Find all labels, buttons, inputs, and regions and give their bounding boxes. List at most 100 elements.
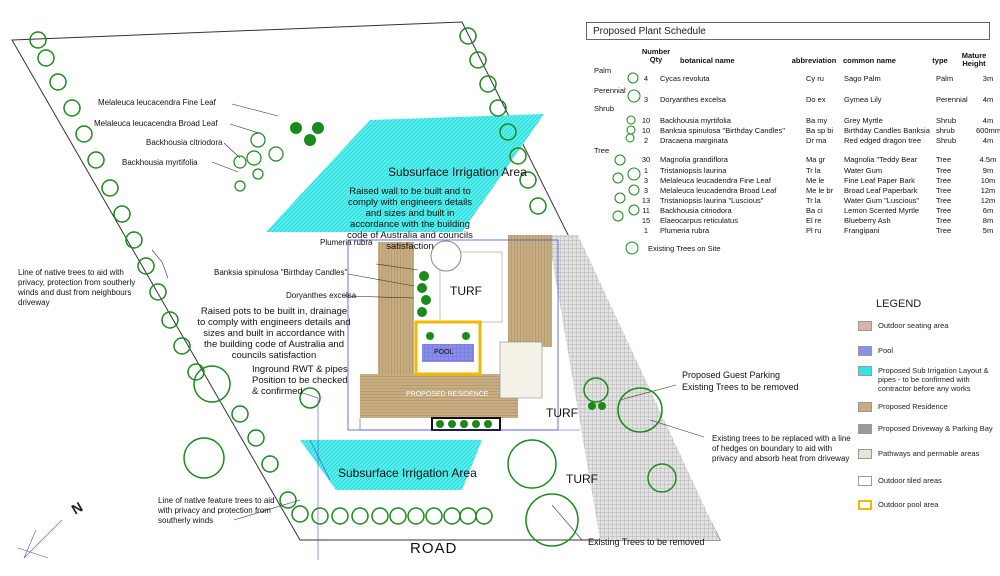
annotation-citriodora: Backhousia citriodora	[146, 138, 223, 147]
schedule-cell-abbr: Ba sp bi	[806, 126, 834, 135]
annotation-raised-wall: Raised wall to be built and to comply wi…	[347, 186, 473, 252]
annotation-removed-2: Existing Trees to be removed	[588, 537, 705, 547]
legend-swatch	[858, 366, 872, 376]
pool-label: POOL	[434, 349, 454, 356]
north-arrow	[17, 519, 63, 559]
schedule-cell-type: Shrub	[936, 116, 957, 125]
legend-label: Outdoor tiled areas	[878, 476, 942, 485]
irrigation-area-top	[266, 114, 544, 232]
schedule-cell-abbr: Do ex	[806, 95, 826, 104]
residence-east-wing	[508, 235, 552, 347]
schedule-cell-qty: 15	[641, 216, 651, 225]
legend-label: Proposed Residence	[878, 402, 948, 411]
schedule-cell-qty: 1	[643, 226, 649, 235]
schedule-cell-type: Palm	[936, 74, 954, 83]
category-shrub: Shrub	[594, 104, 615, 113]
schedule-cell-abbr: Ma gr	[806, 155, 826, 164]
schedule-cell-height: 600mm	[976, 126, 1000, 135]
legend-label: Pool	[878, 346, 894, 355]
schedule-cell-common: Magnolia "Teddy Bear	[844, 155, 918, 164]
schedule-cell-qty: 3	[643, 186, 649, 195]
schedule-cell-common: Lemon Scented Myrtle	[844, 206, 920, 215]
annotation-rwt: Inground RWT & pipes Position to be chec…	[252, 364, 348, 397]
schedule-cell-type: Tree	[936, 216, 952, 225]
schedule-cell-common: Water Gum "Luscious"	[844, 196, 920, 205]
schedule-header-type: type	[932, 56, 948, 65]
annotation-myrtifolia: Backhousia myrtifolia	[122, 158, 198, 167]
legend-swatch	[858, 402, 872, 412]
schedule-cell-abbr: El re	[806, 216, 822, 225]
schedule-cell-qty: 4	[643, 74, 649, 83]
schedule-cell-botanical: Plumeria rubra	[660, 226, 710, 235]
residence-west-wing	[378, 242, 414, 380]
schedule-cell-abbr: Ba my	[806, 116, 828, 125]
legend-label: Outdoor pool area	[878, 500, 939, 509]
schedule-cell-common: Blueberry Ash	[844, 216, 891, 225]
schedule-header-common: common name	[843, 56, 896, 65]
schedule-cell-botanical: Backhousia citriodora	[660, 206, 732, 215]
legend-swatch	[858, 500, 872, 510]
annotation-removed-1: Existing Trees to be removed	[682, 382, 799, 392]
road-label: ROAD	[410, 540, 458, 557]
schedule-cell-height: 4m	[982, 136, 994, 145]
schedule-cell-botanical: Elaeocarpus reticulatus	[660, 216, 738, 225]
legend-title: LEGEND	[876, 298, 922, 310]
schedule-cell-abbr: Dr ma	[806, 136, 827, 145]
schedule-cell-common: Fine Leaf Paper Bark	[844, 176, 915, 185]
schedule-cell-height: 5m	[982, 226, 994, 235]
schedule-cell-botanical: Melaleuca leucadendra Fine Leaf	[660, 176, 771, 185]
schedule-cell-type: Shrub	[936, 136, 957, 145]
schedule-cell-common: Water Gum	[844, 166, 883, 175]
schedule-cell-type: Tree	[936, 186, 952, 195]
category-tree: Tree	[594, 146, 610, 155]
schedule-cell-common: Gymea Lily	[844, 95, 882, 104]
schedule-cell-qty: 2	[643, 136, 649, 145]
schedule-cell-qty: 1	[643, 166, 649, 175]
schedule-cell-common: Red edged dragon tree	[844, 136, 922, 145]
legend-label: Pathways and permable areas	[878, 449, 980, 458]
schedule-cell-height: 12m	[980, 196, 996, 205]
schedule-header-height: Mature Height	[961, 51, 987, 68]
schedule-cell-abbr: Ba ci	[806, 206, 823, 215]
schedule-cell-qty: 11	[642, 206, 650, 215]
turf-label-2: TURF	[546, 406, 578, 420]
legend-label: Outdoor seating area	[878, 321, 949, 330]
schedule-cell-type: Tree	[936, 155, 952, 164]
schedule-cell-qty: 30	[641, 155, 651, 164]
schedule-cell-abbr: Pl ru	[806, 226, 822, 235]
schedule-existing: Existing Trees on Site	[648, 244, 721, 253]
annotation-fine-leaf: Melaleuca leucacendra Fine Leaf	[98, 98, 216, 107]
schedule-cell-botanical: Melaleuca leucadendra Broad Leaf	[660, 186, 777, 195]
annotation-native-line: Line of native trees to aid with privacy…	[18, 268, 136, 307]
residence-south	[360, 374, 518, 418]
turf-label-3: TURF	[566, 472, 598, 486]
schedule-cell-abbr: Tr la	[806, 196, 821, 205]
legend-label: Proposed Sub Irrigation Layout & pipes -…	[878, 366, 989, 393]
schedule-cell-height: 4.5m	[979, 155, 997, 164]
schedule-title: Proposed Plant Schedule	[586, 22, 990, 40]
schedule-cell-type: Tree	[936, 176, 952, 185]
schedule-cell-qty: 10	[641, 116, 651, 125]
schedule-cell-botanical: Banksia spinulosa "Birthday Candles"	[660, 126, 785, 135]
annotation-guest-parking: Proposed Guest Parking	[682, 370, 781, 380]
schedule-cell-qty: 10	[641, 126, 651, 135]
annotation-doryanthes: Doryanthes excelsa	[286, 291, 357, 300]
schedule-header-botanical: botanical name	[680, 56, 735, 65]
schedule-cell-botanical: Magnolia grandiflora	[660, 155, 728, 164]
irrigation-label-top: Subsurface Irrigation Area	[388, 165, 527, 179]
outdoor-area-east	[499, 341, 543, 399]
schedule-cell-common: Sago Palm	[844, 74, 881, 83]
schedule-cell-type: shrub	[936, 126, 955, 135]
legend-swatch	[858, 424, 872, 434]
schedule-cell-common: Birthday Candles Banksia	[844, 126, 930, 135]
schedule-cell-abbr: Cy ru	[806, 74, 824, 83]
plumeria-plant	[430, 240, 462, 272]
schedule-cell-abbr: Me le br	[806, 186, 834, 195]
schedule-cell-botanical: Tristaniopsis laurina "Luscious"	[660, 196, 764, 205]
legend-swatch	[858, 476, 872, 486]
schedule-cell-type: Perennial	[936, 95, 968, 104]
category-palm: Palm	[594, 66, 612, 75]
schedule-cell-type: Tree	[936, 166, 952, 175]
schedule-header-abbr: abbreviation	[791, 56, 837, 65]
schedule-cell-height: 4m	[982, 95, 994, 104]
